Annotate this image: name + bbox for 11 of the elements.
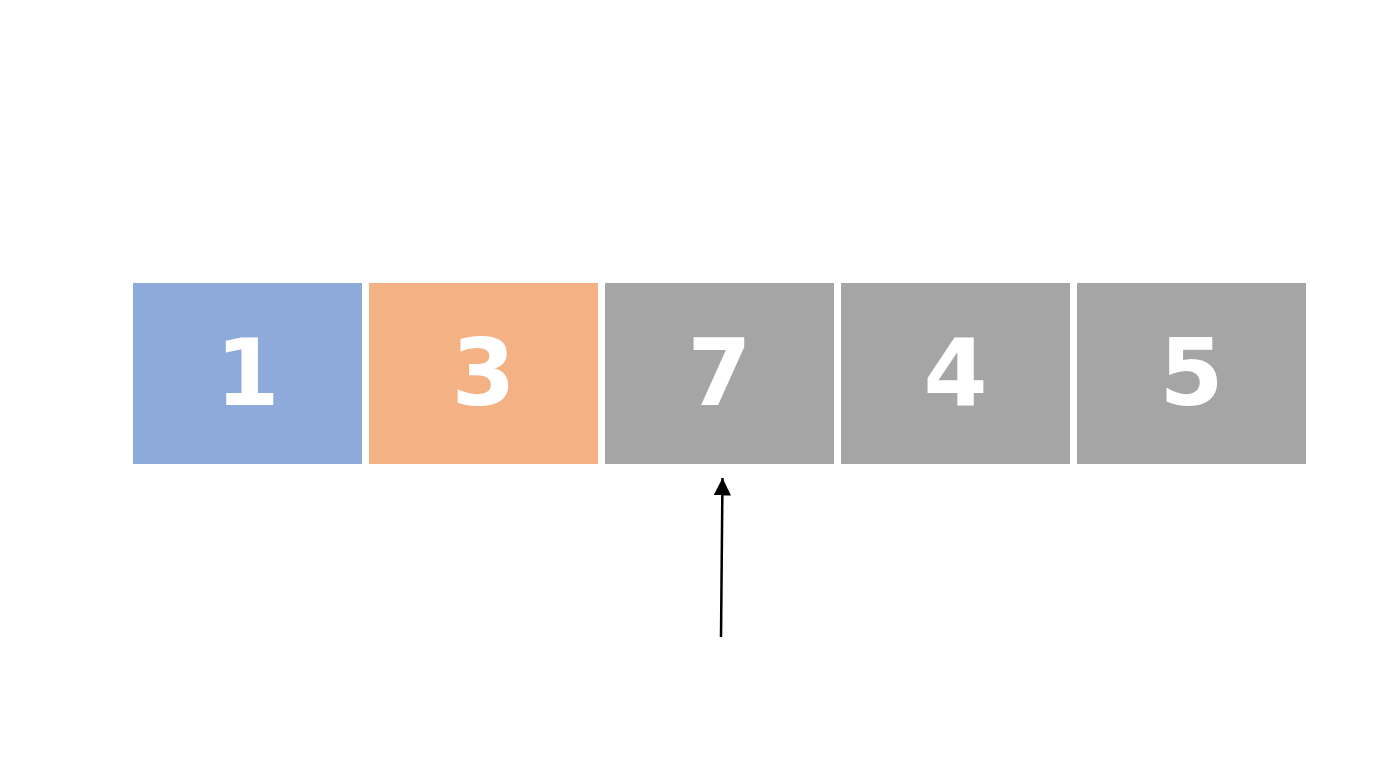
cell-value: 1 <box>215 327 280 420</box>
array-cell <box>133 283 362 464</box>
cell-value: 5 <box>1159 327 1224 420</box>
array-cell <box>841 283 1070 464</box>
array-cell <box>1077 283 1306 464</box>
array-cell <box>369 283 598 464</box>
pointer-arrow <box>713 478 732 637</box>
cell-value: 4 <box>923 327 988 420</box>
cell-value: 3 <box>451 327 516 420</box>
array-cell <box>605 283 834 464</box>
cell-value: 7 <box>687 327 752 420</box>
